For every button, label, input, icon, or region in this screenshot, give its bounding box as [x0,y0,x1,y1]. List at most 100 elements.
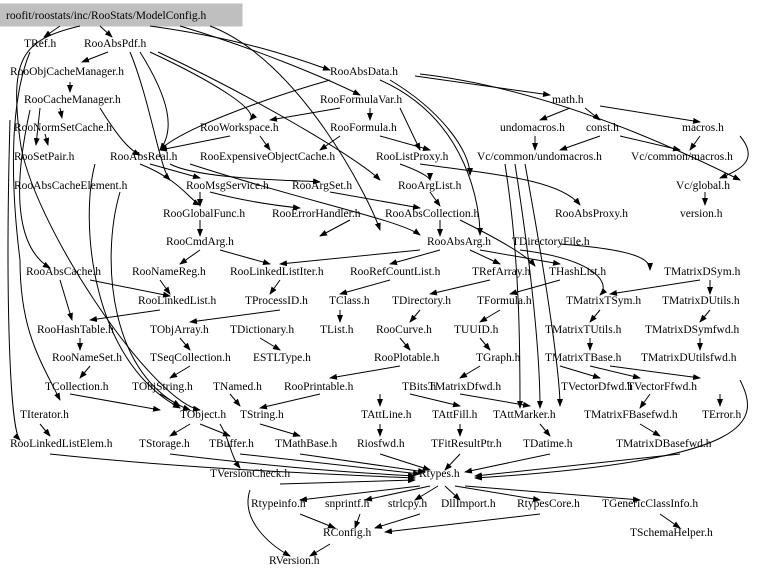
node-rversion-h: RVersion.h [269,555,320,567]
node-snprintf-h: snprintf.h [325,498,370,510]
node-roocachemanager-h: RooCacheManager.h [24,94,121,106]
node-rooabsarg-h: RooAbsArg.h [427,236,491,248]
node-terror-h: TError.h [702,409,742,421]
node-tmatrixdsym-h: TMatrixDSym.h [664,266,741,278]
node-rconfig-h: RConfig.h [323,527,371,539]
node-roonamereg-h: RooNameReg.h [132,266,206,278]
node-tbits-h: TBits.h [402,381,436,393]
node-roonormsetcache-h: RooNormSetCache.h [14,122,112,134]
node-rooerrorhandler-h: RooErrorHandler.h [272,208,361,220]
node-roomsgservice-h: RooMsgService.h [186,180,269,192]
node-tvectorffwd-h: TVectorFfwd.h [627,381,697,393]
node-rooabspdf-h: RooAbsPdf.h [84,38,147,50]
node-tobject-h: TObject.h [180,409,226,421]
node-tbuffer-h: TBuffer.h [209,438,254,450]
node-rooarglist-h: RooArgList.h [398,180,462,192]
node-titerator-h: TIterator.h [20,409,69,421]
node-vc-global-h: Vc/global.h [676,180,730,192]
node-dllimport-h: DllImport.h [441,498,496,510]
node-rooworkspace-h: RooWorkspace.h [200,122,279,134]
node-tschemahelper-h: TSchemaHelper.h [630,527,713,539]
node-rooformulavar-h: RooFormulaVar.h [320,94,402,106]
node-tdirectory-h: TDirectory.h [392,295,451,307]
node-tattfill-h: TAttFill.h [432,409,478,421]
node-math-h: math.h [552,94,584,106]
node-tmatrixdutilsfwd-h: TMatrixDUtilsfwd.h [641,352,737,364]
node-tlist-h: TList.h [320,324,354,336]
node-tuuid-h: TUUID.h [454,324,499,336]
node-trefarray-h: TRefArray.h [472,266,531,278]
node-strlcpy-h: strlcpy.h [388,498,427,510]
node-rooabsreal-h: RooAbsReal.h [110,151,178,163]
node-tdictionary-h: TDictionary.h [230,324,294,336]
node-rooabscacheelement-h: RooAbsCacheElement.h [14,180,128,192]
node-roosetpair-h: RooSetPair.h [14,151,75,163]
node-tattmarker-h: TAttMarker.h [493,409,556,421]
node-tgraph-h: TGraph.h [476,352,521,364]
node-tmatrixdfwd-h: TMatrixDfwd.h [428,381,501,393]
node-rooabscache-h: RooAbsCache.h [26,266,101,278]
node-tmatrixtsym-h: TMatrixTSym.h [566,295,641,307]
node-undomacros-h: undomacros.h [500,122,565,134]
node-tmatrixdbasefwd-h: TMatrixDBasefwd.h [616,438,712,450]
graph-node-labels: roofit/roostats/inc/RooStats/ModelConfig… [6,10,742,567]
node-vc-common-undomacros-h: Vc/common/undomacros.h [477,151,602,163]
node-roonameset-h: RooNameSet.h [52,352,122,364]
node-tmatrixtbase-h: TMatrixTBase.h [545,352,622,364]
node-tformula-h: TFormula.h [477,295,532,307]
node-tdatime-h: TDatime.h [523,438,573,450]
node-tref-h: TRef.h [24,38,57,50]
node-estltype-h: ESTLType.h [253,352,311,364]
node-tobjarray-h: TObjArray.h [150,324,209,336]
root-node-highlight [0,3,243,27]
node-roolinkedlist-h: RooLinkedList.h [138,295,217,307]
node-tgenericclassinfo-h: TGenericClassInfo.h [602,498,698,510]
node-riosfwd-h: Riosfwd.h [357,438,405,450]
node-tmatrixdsymfwd-h: TMatrixDSymfwd.h [645,324,739,336]
node-rooplotable-h: RooPlotable.h [374,352,440,364]
node-tobjstring-h: TObjString.h [132,381,193,393]
node-rooargset-h: RooArgSet.h [292,180,352,192]
node-rooformula-h: RooFormula.h [330,122,397,134]
node-tmathbase-h: TMathBase.h [275,438,338,450]
node-version-h: version.h [680,208,723,220]
node-macros-h: macros.h [682,122,724,134]
node-rtypes-h: Rtypes.h [419,468,460,480]
node-tmatrixfbasefwd-h: TMatrixFBasefwd.h [584,409,678,421]
graph-edges [7,25,749,557]
node-rooabsproxy-h: RooAbsProxy.h [555,208,628,220]
node-tnamed-h: TNamed.h [213,381,262,393]
node-tdirectoryfile-h: TDirectoryFile.h [512,236,590,248]
node-rtypeinfo-h: Rtypeinfo.h [251,498,306,510]
node-rooexpensiveobjectcache-h: RooExpensiveObjectCache.h [200,151,335,163]
node-rtypescore-h: RtypesCore.h [517,498,580,510]
root-node-label: roofit/roostats/inc/RooStats/ModelConfig… [6,10,207,22]
node-tclass-h: TClass.h [329,295,370,307]
node-tstring-h: TString.h [240,409,284,421]
node-rooobjcachemanager-h: RooObjCacheManager.h [10,66,124,78]
node-vc-common-macros-h: Vc/common/macros.h [631,151,733,163]
node-roorefcountlist-h: RooRefCountList.h [350,266,441,278]
node-rooglobalfunc-h: RooGlobalFunc.h [163,208,245,220]
node-tversioncheck-h: TVersionCheck.h [210,468,290,480]
node-roolinkedlistiter-h: RooLinkedListIter.h [230,266,324,278]
node-tstorage-h: TStorage.h [139,438,190,450]
node-tvectordfwd-h: TVectorDfwd.h [561,381,633,393]
node-tfitresultptr-h: TFitResultPtr.h [431,438,502,450]
node-const-h: const.h [586,122,619,134]
node-tprocessid-h: TProcessID.h [245,295,308,307]
node-tseqcollection-h: TSeqCollection.h [150,352,231,364]
node-rooabscollection-h: RooAbsCollection.h [385,208,479,220]
node-rooprintable-h: RooPrintable.h [284,381,354,393]
node-roocmdarg-h: RooCmdArg.h [166,236,234,248]
node-tmatrixdutils-h: TMatrixDUtils.h [662,295,740,307]
node-roolinkedlistelem-h: RooLinkedListElem.h [10,438,113,450]
node-roocurve-h: RooCurve.h [376,324,432,336]
node-roolistproxy-h: RooListProxy.h [376,151,449,163]
node-thashlist-h: THashList.h [549,266,606,278]
node-tattline-h: TAttLine.h [361,409,412,421]
node-tcollection-h: TCollection.h [45,381,109,393]
node-roohashtable-h: RooHashTable.h [37,324,114,336]
